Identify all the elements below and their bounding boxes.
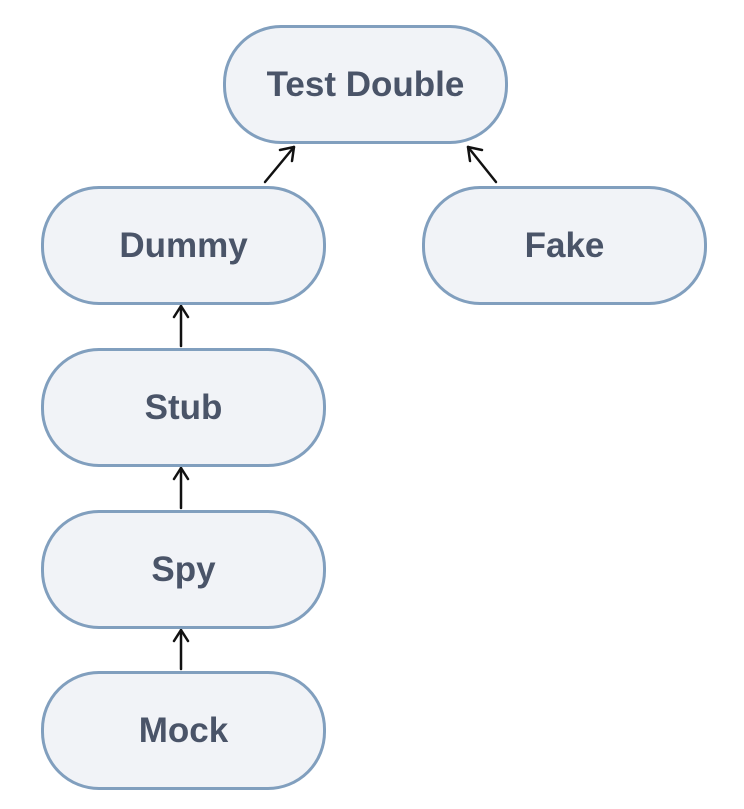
node-label-dummy: Dummy — [119, 225, 248, 265]
node-label-test-double: Test Double — [266, 64, 465, 104]
node-spy: Spy — [41, 510, 326, 629]
node-test-double: Test Double — [223, 25, 508, 144]
arrowhead — [278, 145, 296, 163]
edge-mock-to-spy — [172, 628, 190, 671]
edge-fake-to-test-double — [466, 145, 498, 184]
arrowhead — [172, 466, 190, 481]
arrowhead — [172, 304, 190, 319]
node-label-mock: Mock — [138, 710, 229, 750]
edge-dummy-to-test-double — [263, 145, 296, 184]
node-label-fake: Fake — [524, 225, 605, 265]
node-fake: Fake — [422, 186, 707, 305]
arrowhead — [466, 145, 484, 163]
node-stub: Stub — [41, 348, 326, 467]
arrowhead — [172, 628, 190, 643]
node-label-spy: Spy — [151, 549, 216, 589]
edge-spy-to-stub — [172, 466, 190, 510]
node-mock: Mock — [41, 671, 326, 790]
edge-stub-to-dummy — [172, 304, 190, 348]
node-dummy: Dummy — [41, 186, 326, 305]
node-label-stub: Stub — [144, 387, 223, 427]
